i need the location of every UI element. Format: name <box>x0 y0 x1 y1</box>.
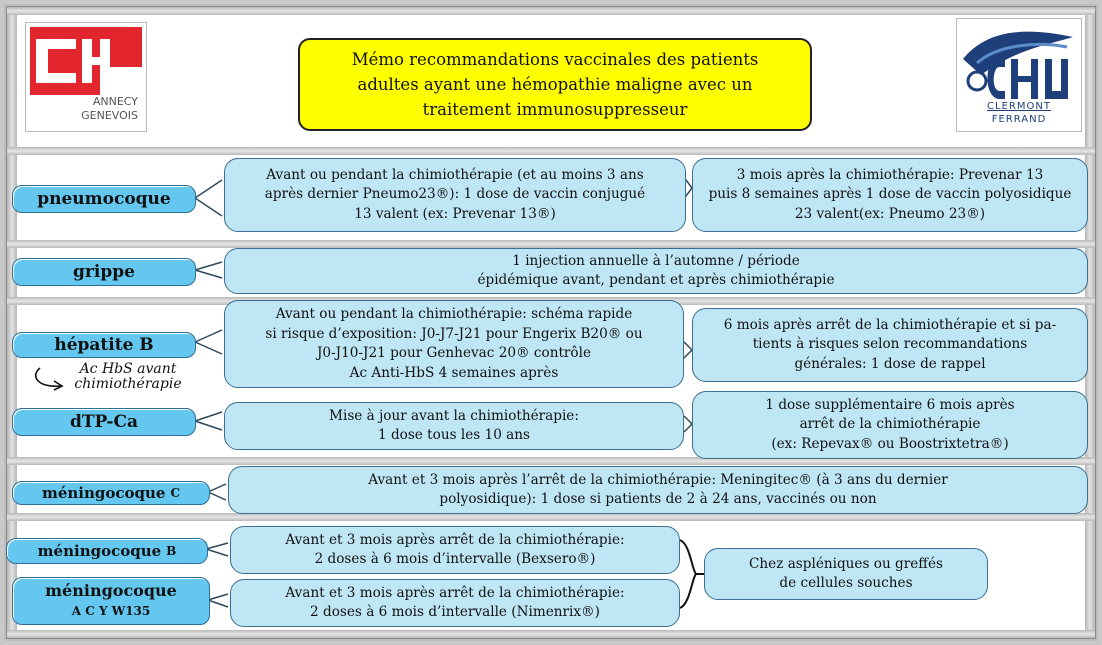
hepb-before-bubble: Avant ou pendant la chimiothérapie: sché… <box>224 300 684 388</box>
bubble-line: puis 8 semaines après 1 dose de vaccin p… <box>708 186 1072 203</box>
bubble-line: Mise à jour avant la chimiothérapie: <box>329 407 579 424</box>
chu-clermont-logo: CLERMONT FERRAND <box>956 18 1082 132</box>
vaccine-name: méningocoque <box>37 542 162 560</box>
bubble-line: épidémique avant, pendant et après chimi… <box>477 272 835 288</box>
menb-bubble: Avant et 3 mois après arrêt de la chimio… <box>230 526 680 574</box>
bubble-line: 3 mois après la chimiothérapie: Prevenar… <box>736 166 1044 183</box>
grippe-bubble: 1 injection annuelle à l’automne / pério… <box>224 248 1088 294</box>
vaccine-name: grippe <box>73 262 135 282</box>
bubble-line: polyosidique): 1 dose si patients de 2 à… <box>439 491 877 507</box>
logo-city-line2: FERRAND <box>991 114 1047 125</box>
bottom-frame-bar <box>7 630 1095 638</box>
vaccine-label-meningocoque-acyw: méningocoque A C Y W135 <box>12 577 210 625</box>
bubble-line: Ac Anti-HbS 4 semaines après <box>349 364 559 381</box>
vaccine-serogroup: C <box>170 486 181 500</box>
bubble-line: (ex: Repevax® ou Boostrixtetra®) <box>771 435 1009 452</box>
bubble-line: après dernier Pneumo23®): 1 dose de vacc… <box>264 186 646 203</box>
vaccine-label-pneumocoque: pneumocoque <box>12 185 196 213</box>
logo-city-line2: GENEVOIS <box>81 109 138 122</box>
page-title: Mémo recommandations vaccinales des pati… <box>298 38 812 131</box>
bubble-line: de cellules souches <box>779 575 913 591</box>
vaccine-label-meningocoque-c: méningocoque C <box>12 481 210 505</box>
bubble-line: Avant ou pendant la chimiothérapie (et a… <box>266 166 644 183</box>
left-frame-bar <box>7 7 17 638</box>
divider-bar <box>7 240 1095 248</box>
vaccine-label-dtp-ca: dTP-Ca <box>12 408 196 436</box>
bubble-line: J0-J10-J21 pour Genhevac 20® contrôle <box>316 345 592 361</box>
vaccine-name: hépatite B <box>54 335 154 355</box>
bubble-line: 1 dose tous les 10 ans <box>377 427 531 443</box>
vaccine-name: pneumocoque <box>37 189 171 209</box>
vaccine-serogroup: A C Y W135 <box>71 604 151 618</box>
bubble-line: Avant et 3 mois après arrêt de la chimio… <box>285 531 625 548</box>
vaccine-name: méningocoque <box>45 581 177 600</box>
divider-bar <box>7 513 1095 521</box>
menacyw-bubble: Avant et 3 mois après arrêt de la chimio… <box>230 579 680 627</box>
vaccine-label-hepatite-b: hépatite B <box>12 332 196 358</box>
bubble-line: arrêt de la chimiothérapie <box>799 416 981 433</box>
bubble-line: 1 injection annuelle à l’automne / pério… <box>512 252 800 269</box>
dtp-before-bubble: Mise à jour avant la chimiothérapie: 1 d… <box>224 402 684 450</box>
right-frame-bar <box>1085 7 1095 638</box>
title-line: traitement immunosuppresseur <box>422 100 688 119</box>
ch-annecy-logo: ANNECY GENEVOIS <box>25 22 147 132</box>
bubble-line: 13 valent (ex: Prevenar 13®) <box>354 205 556 222</box>
dtp-after-bubble: 1 dose supplémentaire 6 mois après arrêt… <box>692 391 1088 459</box>
bubble-line: Avant et 3 mois après l’arrêt de la chim… <box>368 471 948 488</box>
pneumo-before-bubble: Avant ou pendant la chimiothérapie (et a… <box>224 158 686 232</box>
bubble-line: générales: 1 dose de rappel <box>794 355 986 372</box>
bubble-line: 23 valent(ex: Pneumo 23®) <box>794 205 986 222</box>
bubble-line: 1 dose supplémentaire 6 mois après <box>765 396 1015 413</box>
vaccine-name: méningocoque <box>41 484 166 502</box>
logo-city-line1: CLERMONT <box>987 101 1051 112</box>
bubble-line: 6 mois après arrêt de la chimiothérapie … <box>723 316 1057 333</box>
note-line: Ac HbS avant <box>79 361 177 377</box>
bubble-line: 2 doses à 6 mois d’intervalle (Nimenrix®… <box>310 604 600 620</box>
bubble-line: tients à risques selon recommandations <box>752 336 1028 353</box>
title-line: adultes ayant une hémopathie maligne ave… <box>357 75 753 94</box>
note-line: chimiothérapie <box>74 376 182 392</box>
vaccine-name: dTP-Ca <box>70 412 138 432</box>
divider-bar <box>7 457 1095 465</box>
hepb-after-bubble: 6 mois après arrêt de la chimiothérapie … <box>692 308 1088 382</box>
bubble-line: Avant ou pendant la chimiothérapie: sché… <box>275 306 633 322</box>
pneumo-after-bubble: 3 mois après la chimiothérapie: Prevenar… <box>692 158 1088 232</box>
asplenic-bubble: Chez aspléniques ou greffés de cellules … <box>704 548 988 600</box>
bubble-line: Chez aspléniques ou greffés <box>749 555 943 572</box>
logo-city-line1: ANNECY <box>92 95 138 108</box>
bubble-line: 2 doses à 6 mois d’intervalle (Bexsero®) <box>314 551 596 567</box>
bubble-line: Avant et 3 mois après arrêt de la chimio… <box>285 584 625 601</box>
vaccine-label-grippe: grippe <box>12 258 196 286</box>
vaccine-serogroup: B <box>166 544 177 558</box>
menc-bubble: Avant et 3 mois après l’arrêt de la chim… <box>228 466 1088 514</box>
divider-bar <box>7 147 1095 155</box>
top-frame-bar <box>7 7 1095 15</box>
hepatite-b-note: Ac HbS avant chimiothérapie <box>60 362 196 392</box>
bubble-line: si risque d’exposition: J0-J7-J21 pour E… <box>265 325 643 342</box>
vaccine-label-meningocoque-b: méningocoque B <box>6 538 208 564</box>
title-line: Mémo recommandations vaccinales des pati… <box>351 50 759 69</box>
